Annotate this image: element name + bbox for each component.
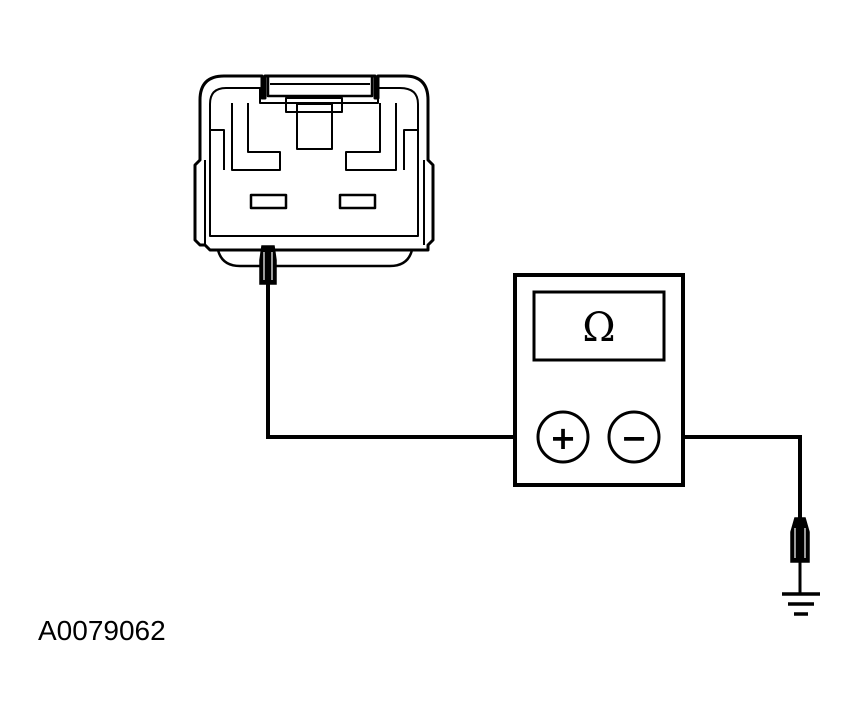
ground-probe-icon — [790, 517, 810, 563]
positive-terminal-label: + — [550, 419, 577, 457]
positive-test-lead — [266, 282, 542, 439]
electrical-connector-icon — [193, 74, 435, 268]
meter-unit-symbol: Ω — [582, 305, 615, 351]
ground-symbol-icon — [782, 592, 820, 616]
meter-display — [532, 290, 666, 362]
ohmmeter-icon: Ω + − — [513, 273, 685, 487]
negative-terminal-label: − — [621, 419, 648, 457]
terminal-cavity-right — [338, 193, 377, 210]
figure-id-label: A0079062 — [38, 615, 166, 646]
test-leads — [266, 282, 802, 594]
negative-test-lead — [656, 435, 802, 522]
negative-terminal — [607, 410, 661, 464]
test-probe-icon — [259, 245, 277, 285]
positive-terminal — [536, 410, 590, 464]
terminal-cavity-left — [249, 193, 288, 210]
